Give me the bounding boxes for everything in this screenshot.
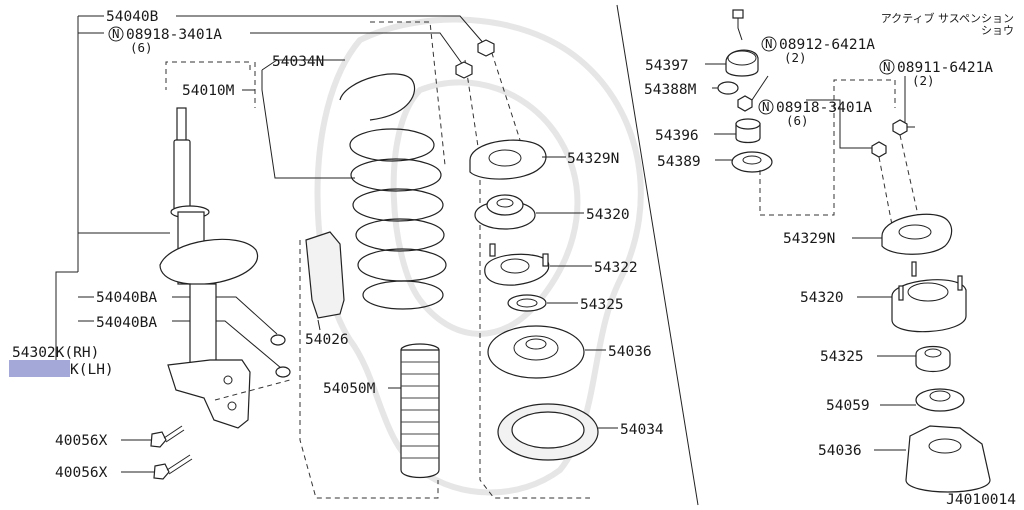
label-54322: 54322 (594, 260, 638, 276)
label-54036-right: 54036 (818, 443, 862, 459)
strut-knuckle-bracket (167, 359, 251, 429)
spring-seat-54036-right (905, 425, 991, 493)
spring-seat-lower (159, 238, 259, 285)
spring-seat-54036 (487, 325, 585, 379)
sensor-54397 (725, 9, 759, 77)
highlight-54302K-lh (9, 360, 70, 377)
label-54329N-right: 54329N (783, 231, 835, 247)
qty-6-left: (6) (130, 40, 153, 55)
strut-assembly-group (55, 15, 486, 480)
label-54040BA-1: 54040BA (96, 290, 157, 306)
bearing-54325 (507, 294, 547, 312)
label-54302K-rh: 54302K(RH) (12, 345, 99, 361)
washer-54040BA-1 (270, 334, 286, 346)
washer-54388M (717, 81, 739, 95)
spring-seat-54059 (915, 388, 965, 412)
label-54026: 54026 (305, 332, 349, 348)
n-symbol-1: N (112, 26, 120, 41)
qty-6-right: (6) (786, 113, 809, 128)
bushing-54396 (735, 118, 761, 144)
label-54010M: 54010M (182, 83, 235, 99)
label-08911-6421A: 08911-6421A (897, 60, 993, 76)
label-54040BA-2: 54040BA (96, 315, 157, 331)
bump-stop-54026 (305, 231, 345, 319)
n-symbol-4: N (762, 99, 770, 114)
label-54059: 54059 (826, 398, 870, 414)
label-54034N: 54034N (272, 54, 324, 70)
qty-2-a: (2) (784, 50, 807, 65)
spring-insulator-54034 (497, 403, 599, 461)
label-54325-right: 54325 (820, 349, 864, 365)
coil-spring-group (165, 21, 618, 499)
qty-2-b: (2) (912, 73, 935, 88)
bolt-40056X-2 (153, 454, 193, 480)
dust-boot-54050M (400, 343, 440, 479)
strut-mount-54320-right (891, 261, 967, 333)
label-54389: 54389 (657, 154, 701, 170)
n-symbol-3: N (883, 59, 891, 74)
jp-title-line2: ショウ (981, 24, 1014, 37)
label-54050M: 54050M (323, 381, 376, 397)
divider-line (616, 4, 699, 506)
active-suspension-group (705, 9, 991, 493)
label-08912-6421A: 08912-6421A (779, 37, 875, 53)
mount-plate-54329N-right (881, 213, 953, 255)
washer-54040BA-2 (275, 366, 291, 378)
label-08918-3401A-right: 08918-3401A (776, 100, 872, 116)
label-54397: 54397 (645, 58, 689, 74)
label-54329N-mid: 54329N (567, 151, 619, 167)
mount-plate-54329N (469, 139, 547, 180)
bearing-54325-right (915, 345, 951, 373)
label-08918-3401A: 08918-3401A (126, 27, 222, 43)
n-symbol-2: N (765, 36, 773, 51)
label-54302K-lh: K(LH) (70, 362, 114, 378)
nut-08911-6421A (892, 119, 908, 136)
coil-spring-54010M (349, 128, 447, 310)
label-40056X-1: 40056X (55, 433, 108, 449)
nut-08918-3401A-right (871, 141, 887, 158)
label-54388M: 54388M (644, 82, 697, 98)
diagram-code: J4010014 (946, 492, 1016, 508)
jp-title-line1: アクティブ サスペンション (881, 11, 1014, 25)
label-54320-mid: 54320 (586, 207, 630, 223)
label-40056X-2: 40056X (55, 465, 108, 481)
nut-08918-3401A (455, 61, 473, 79)
label-54396: 54396 (655, 128, 699, 144)
bolt-40056X-1 (150, 425, 185, 448)
labels-layer: 54040B N 08918-3401A (6) 54034N 54010M 5… (9, 9, 1016, 508)
label-54325-mid: 54325 (580, 297, 624, 313)
spring-insulator-54034N (339, 73, 416, 121)
label-54036-mid: 54036 (608, 344, 652, 360)
nut-54040B (477, 39, 495, 57)
label-54034: 54034 (620, 422, 664, 438)
label-54040B: 54040B (106, 9, 159, 25)
strut-mount-54320 (474, 194, 536, 230)
label-54320-right: 54320 (800, 290, 844, 306)
washer-54389 (731, 151, 773, 173)
mount-bracket-54322 (484, 243, 550, 286)
